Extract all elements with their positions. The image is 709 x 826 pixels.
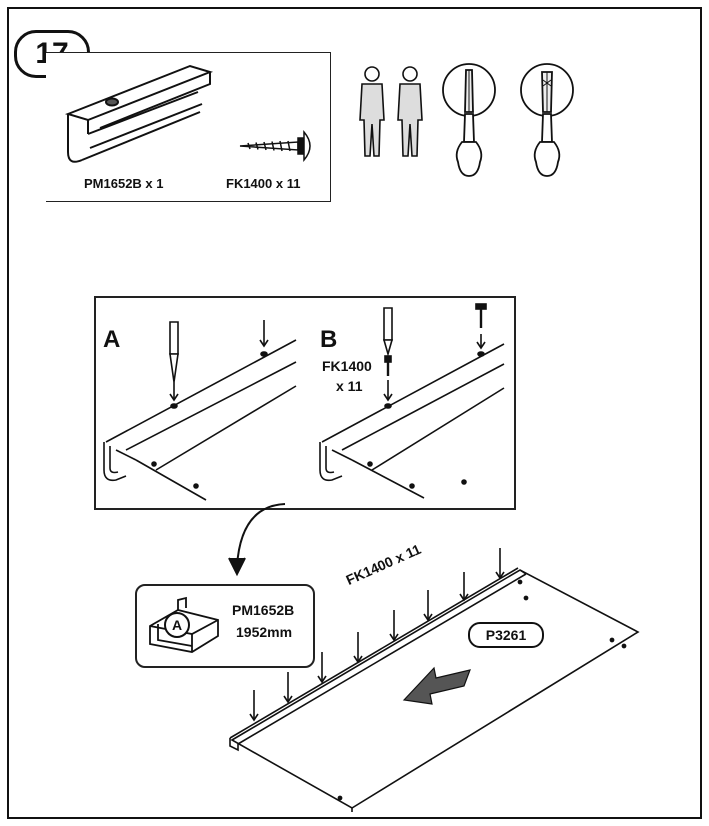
detail-screw-label-1: FK1400: [322, 358, 372, 374]
part-rail-label: PM1652B x 1: [84, 176, 164, 191]
flathead-screwdriver-icon: [442, 63, 496, 177]
push-direction-arrow-icon: [402, 666, 471, 705]
screw-arrows: [249, 548, 505, 722]
screw-icon: [239, 129, 311, 163]
instruction-page-frame: [7, 7, 702, 819]
detail-label-b: B: [320, 326, 338, 353]
parts-box: [46, 52, 331, 202]
detail-a-drawing: [103, 320, 297, 501]
callout-circle-letter: A: [171, 617, 183, 633]
part-screw-label: FK1400 x 11: [226, 176, 301, 191]
callout-part-code: PM1652B: [232, 602, 295, 618]
detail-label-a: A: [103, 326, 121, 353]
main-board-drawing: [229, 548, 640, 812]
callout-length: 1952mm: [236, 624, 293, 640]
detail-panel: [94, 296, 516, 510]
detail-screw-label-2: x 11: [336, 378, 363, 394]
phillips-screwdriver-icon: [520, 63, 574, 177]
two-persons-icon: [359, 66, 423, 157]
board-label-text: P3261: [485, 627, 527, 643]
board-label: P3261: [468, 622, 544, 648]
callout-circle-a: A: [164, 612, 190, 638]
curved-arrow-icon: [228, 503, 286, 577]
detail-b-drawing: [319, 303, 505, 499]
rail-profile-icon: [64, 64, 214, 163]
